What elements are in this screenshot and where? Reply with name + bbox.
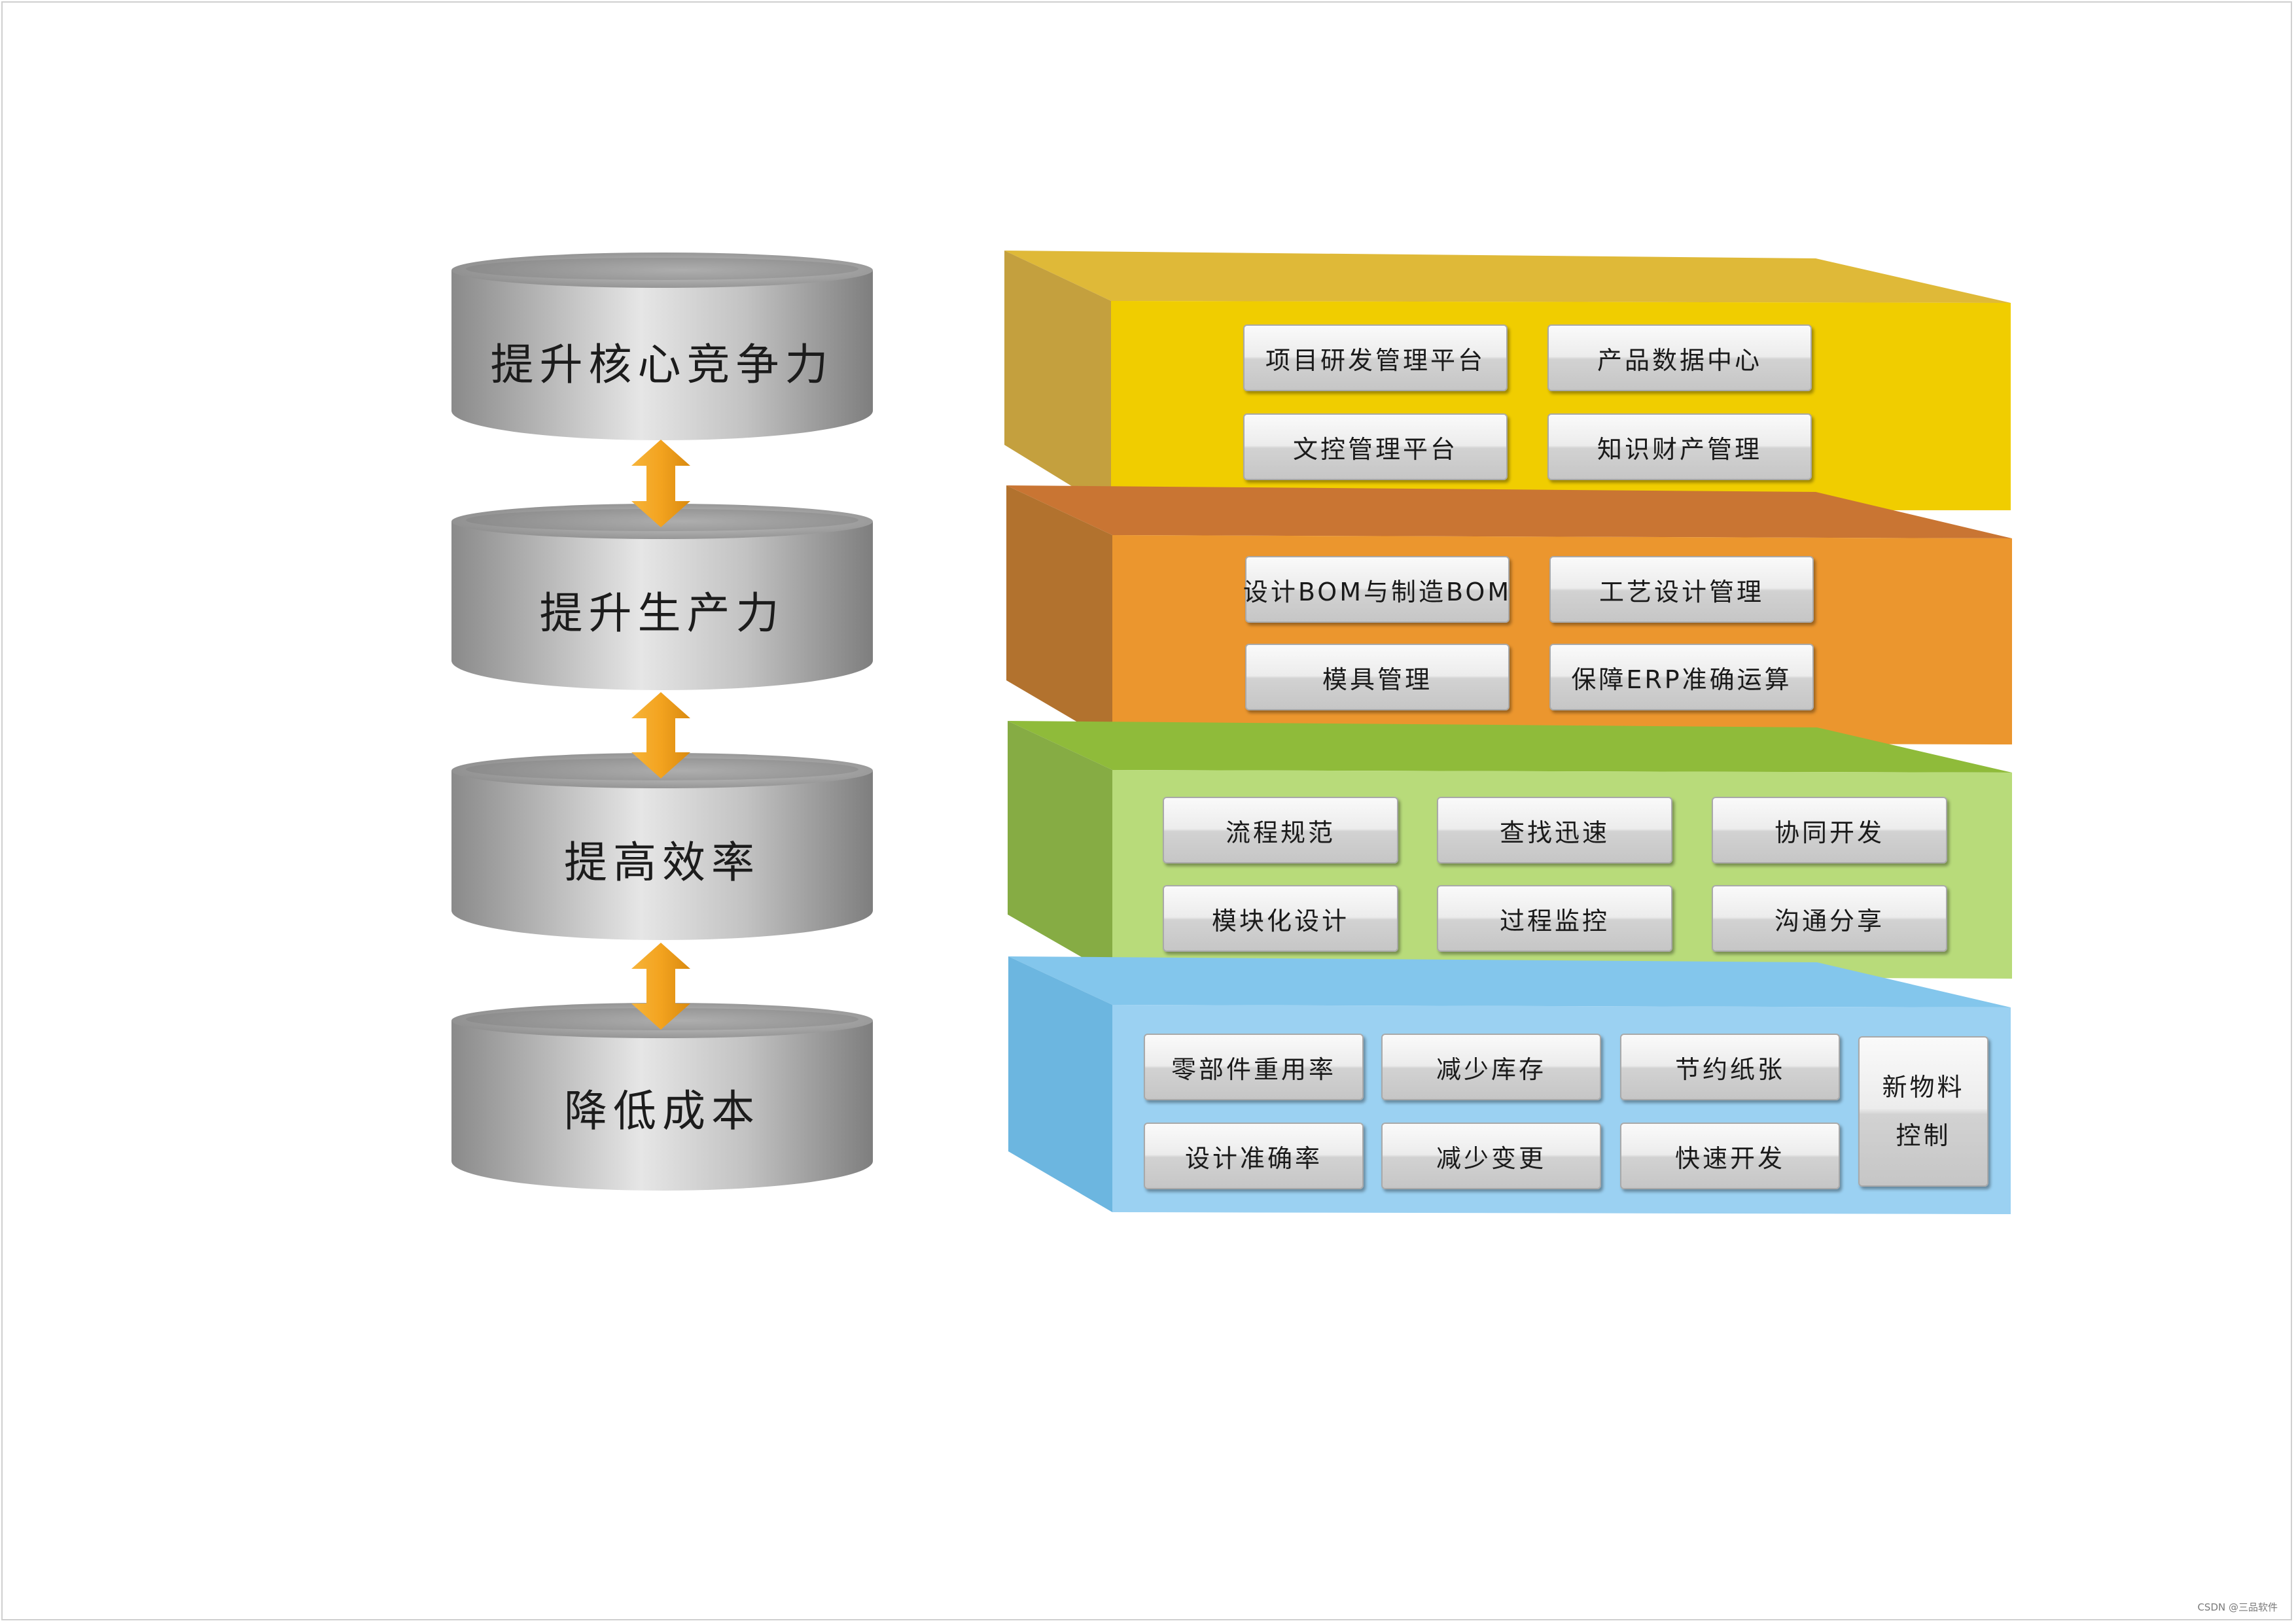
item-ip-management[interactable]: 知识财产管理 [1547, 413, 1812, 480]
double-arrow-icon [631, 692, 690, 778]
item-modular-design[interactable]: 模块化设计 [1163, 885, 1398, 952]
item-save-paper[interactable]: 节约纸张 [1620, 1034, 1840, 1100]
item-mold-management[interactable]: 模具管理 [1245, 644, 1510, 710]
item-product-data-center[interactable]: 产品数据中心 [1547, 324, 1812, 391]
item-communication-sharing[interactable]: 沟通分享 [1712, 885, 1947, 952]
new-material-line1: 新物料 [1882, 1073, 1965, 1102]
item-document-control-platform[interactable]: 文控管理平台 [1243, 413, 1508, 480]
footer-watermark: CSDN @三品软件 [2197, 1601, 2278, 1613]
item-design-accuracy[interactable]: 设计准确率 [1144, 1123, 1364, 1189]
item-new-material-control[interactable]: 新物料 控制 [1858, 1036, 1988, 1187]
item-process-monitor[interactable]: 过程监控 [1437, 885, 1672, 952]
item-part-reuse-rate[interactable]: 零部件重用率 [1144, 1034, 1364, 1100]
item-project-rd-platform[interactable]: 项目研发管理平台 [1243, 324, 1508, 391]
cylinder-label-competitiveness: 提升核心竞争力 [490, 340, 834, 390]
item-process-standard[interactable]: 流程规范 [1163, 797, 1398, 864]
item-process-design[interactable]: 工艺设计管理 [1549, 556, 1814, 623]
item-fast-search[interactable]: 查找迅速 [1437, 797, 1672, 864]
new-material-line2: 控制 [1896, 1121, 1951, 1150]
cylinder-top-competitiveness [451, 253, 873, 440]
cylinder-label-cost: 降低成本 [564, 1086, 760, 1136]
item-reduce-changes[interactable]: 减少变更 [1381, 1123, 1601, 1189]
layer-yellow [1004, 251, 2011, 510]
cylinder-label-productivity: 提升生产力 [539, 588, 785, 638]
item-ebom-mbom[interactable]: 设计BOM与制造BOM [1243, 556, 1510, 623]
item-collaborative-dev[interactable]: 协同开发 [1712, 797, 1947, 864]
double-arrow-icon [631, 440, 690, 527]
item-rapid-development[interactable]: 快速开发 [1620, 1123, 1840, 1189]
item-erp-accuracy[interactable]: 保障ERP准确运算 [1549, 644, 1814, 710]
double-arrow-icon [631, 943, 690, 1030]
item-reduce-inventory[interactable]: 减少库存 [1381, 1034, 1601, 1100]
cylinder-label-efficiency: 提高效率 [564, 837, 760, 888]
